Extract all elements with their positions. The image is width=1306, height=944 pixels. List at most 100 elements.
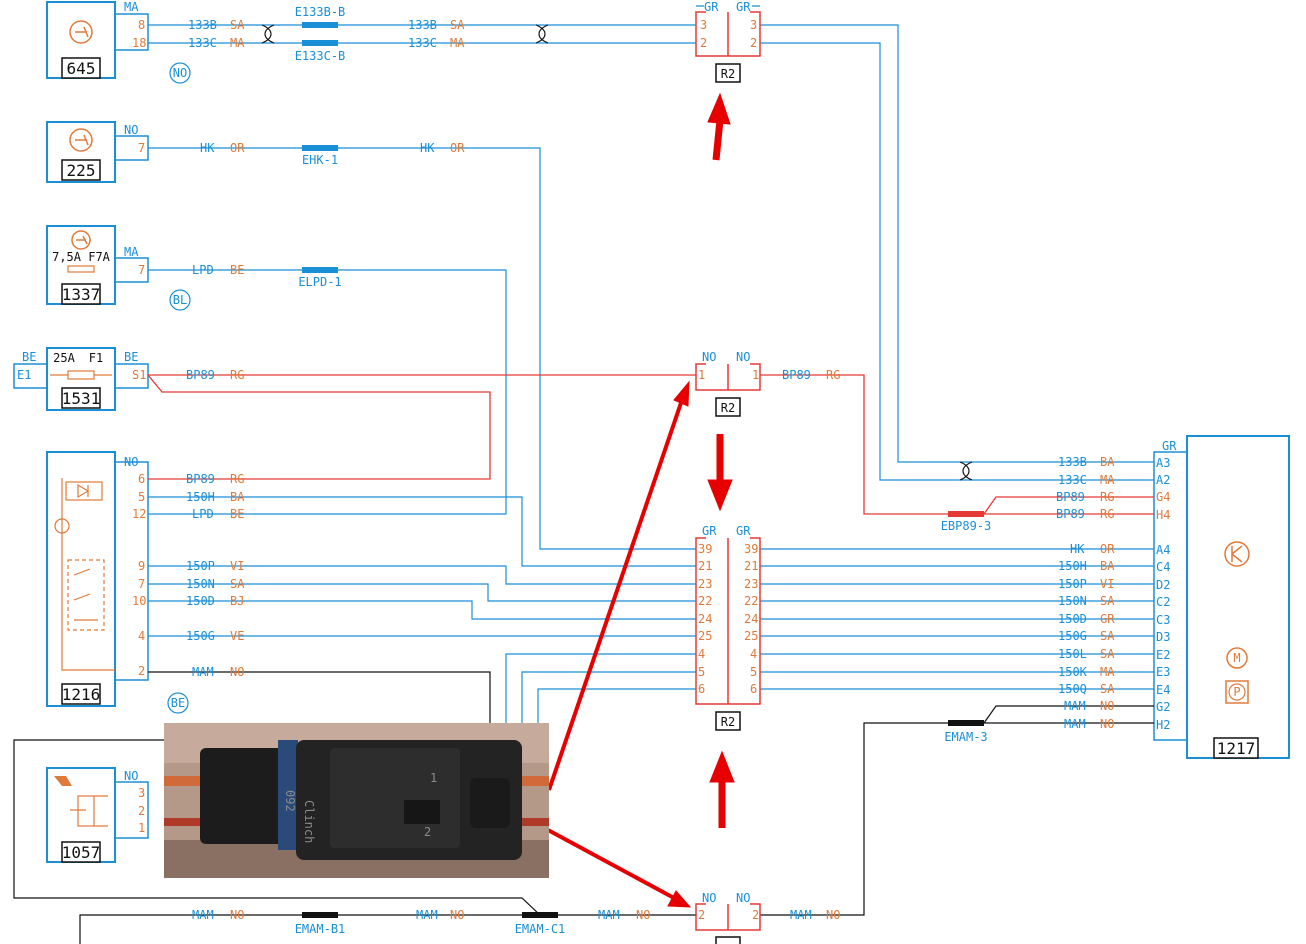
- wire-color: RG: [1100, 490, 1114, 504]
- wire-color: OR: [450, 141, 465, 155]
- component-1531-number: 1531: [62, 389, 101, 408]
- harness-badge: NO: [173, 66, 187, 80]
- wire-color: SA: [1100, 594, 1115, 608]
- pin-label: 21: [698, 559, 712, 573]
- wires-blue: [148, 24, 1154, 723]
- module-icon: [1224, 541, 1250, 567]
- pin-label: 25: [698, 629, 712, 643]
- connector-color: NO: [702, 891, 716, 905]
- sensor-icon: [54, 776, 72, 786]
- wires-black: [13, 671, 1154, 944]
- wire-id: 150H: [186, 490, 215, 504]
- connector-color: NO: [736, 350, 750, 364]
- pin-label: 1: [752, 368, 759, 382]
- component-1216: 1216 NO 6 5 12 9 7 10 4 2 BE: [46, 451, 189, 714]
- wire-id: 150D: [1058, 612, 1087, 626]
- splice-label: EMAM-B1: [295, 922, 346, 936]
- wire-id: 150N: [1058, 594, 1087, 608]
- pin-label: A2: [1156, 473, 1170, 487]
- pin-label: E3: [1156, 665, 1170, 679]
- arrow-diagonal-icon: [547, 399, 684, 791]
- wire-id: 150D: [186, 594, 215, 608]
- wires-red: [147, 374, 1154, 515]
- component-645: 645 MA 8 18 NO: [46, 0, 191, 84]
- pin-label: 2: [698, 908, 705, 922]
- wire-id: HK: [200, 141, 215, 155]
- wire-color: SA: [1100, 682, 1115, 696]
- wire-color: MA: [450, 36, 465, 50]
- pin-label: 12: [132, 507, 146, 521]
- pin-label: 9: [138, 559, 145, 573]
- splice-label: ELPD-1: [298, 275, 341, 289]
- fuse-rating: 25A: [53, 351, 75, 365]
- splice-icon: [302, 22, 338, 28]
- fuse-label: 7,5A F7A: [52, 250, 111, 264]
- splice-icon: [302, 145, 338, 151]
- connector-color: NO: [702, 350, 716, 364]
- wire-id: MAM: [790, 908, 812, 922]
- connector-name: R2: [721, 401, 735, 415]
- pin-label: 21: [744, 559, 758, 573]
- wire-color: MA: [230, 36, 245, 50]
- connector-color: NO: [736, 891, 750, 905]
- wire-id: 150G: [1058, 629, 1087, 643]
- led-icon: [65, 481, 103, 501]
- component-1531: 25A F1 1531 BE BE S1 E1: [13, 347, 149, 411]
- wire-id: 133C: [1058, 473, 1087, 487]
- wire-color: RG: [230, 368, 244, 382]
- component-1057-number: 1057: [62, 843, 101, 862]
- wire-color: NO: [1100, 717, 1114, 731]
- wire-color: VE: [230, 629, 244, 643]
- svg-text:M: M: [1233, 651, 1240, 665]
- wire-id: HK: [1070, 542, 1085, 556]
- pin-label: 10: [132, 594, 146, 608]
- wire-color: OR: [1100, 542, 1115, 556]
- marking-text: 1: [430, 771, 437, 785]
- pin-label: G2: [1156, 700, 1170, 714]
- wire-id: 133B: [188, 18, 217, 32]
- splice-icon: [302, 267, 338, 273]
- wire-id: MAM: [192, 665, 214, 679]
- splice-icon: [522, 912, 558, 918]
- connector-color: GR: [704, 0, 719, 14]
- pin-label: 2: [752, 908, 759, 922]
- component-225-number: 225: [67, 161, 96, 180]
- pin-label: 6: [750, 682, 757, 696]
- wire-color: NO: [450, 908, 464, 922]
- pin-label: 7: [138, 263, 145, 277]
- wire-color: NO: [826, 908, 840, 922]
- wire-color: MA: [1100, 473, 1115, 487]
- marking-text: 2: [424, 825, 431, 839]
- motor-symbol-icon: [69, 128, 93, 152]
- wire-id: MAM: [1064, 699, 1086, 713]
- wire-color: BA: [230, 490, 245, 504]
- parking-icon: [1225, 680, 1249, 704]
- pin-label: 2: [700, 36, 707, 50]
- connector-color: GR: [1162, 439, 1177, 453]
- splice-icon: [302, 912, 338, 918]
- component-1337-number: 1337: [62, 285, 101, 304]
- pin-label: 18: [132, 36, 146, 50]
- wire-id: LPD: [192, 507, 214, 521]
- pin-label: 25: [744, 629, 758, 643]
- splices: E133B-B E133C-B EHK-1 ELPD-1 EBP89-3 EMA…: [295, 5, 992, 936]
- wire-color: GR: [1100, 612, 1115, 626]
- wire-id: 150H: [1058, 559, 1087, 573]
- pin-label: 3: [138, 786, 145, 800]
- wire-id: BP89: [1056, 507, 1085, 521]
- pin-label: 24: [744, 612, 758, 626]
- connector-r2: NO NO 2 2: [695, 891, 761, 944]
- connector-photo: Clinch 092 1 2: [164, 723, 549, 878]
- pin-label: 39: [698, 542, 712, 556]
- pin-label: 5: [698, 665, 705, 679]
- pin-label: E2: [1156, 648, 1170, 662]
- pin-label: 3: [700, 18, 707, 32]
- splice-icon: [948, 720, 984, 726]
- wire-id: LPD: [192, 263, 214, 277]
- component-1217: GR M P 1217 A3 A2 G4 H4 A4 C4 D2 C2 C3 D…: [1153, 435, 1290, 759]
- wire-color: VI: [230, 559, 244, 573]
- motor-icon: [1226, 647, 1248, 669]
- pin-label: A4: [1156, 543, 1170, 557]
- pin-label: 24: [698, 612, 712, 626]
- pin-label: 1: [138, 821, 145, 835]
